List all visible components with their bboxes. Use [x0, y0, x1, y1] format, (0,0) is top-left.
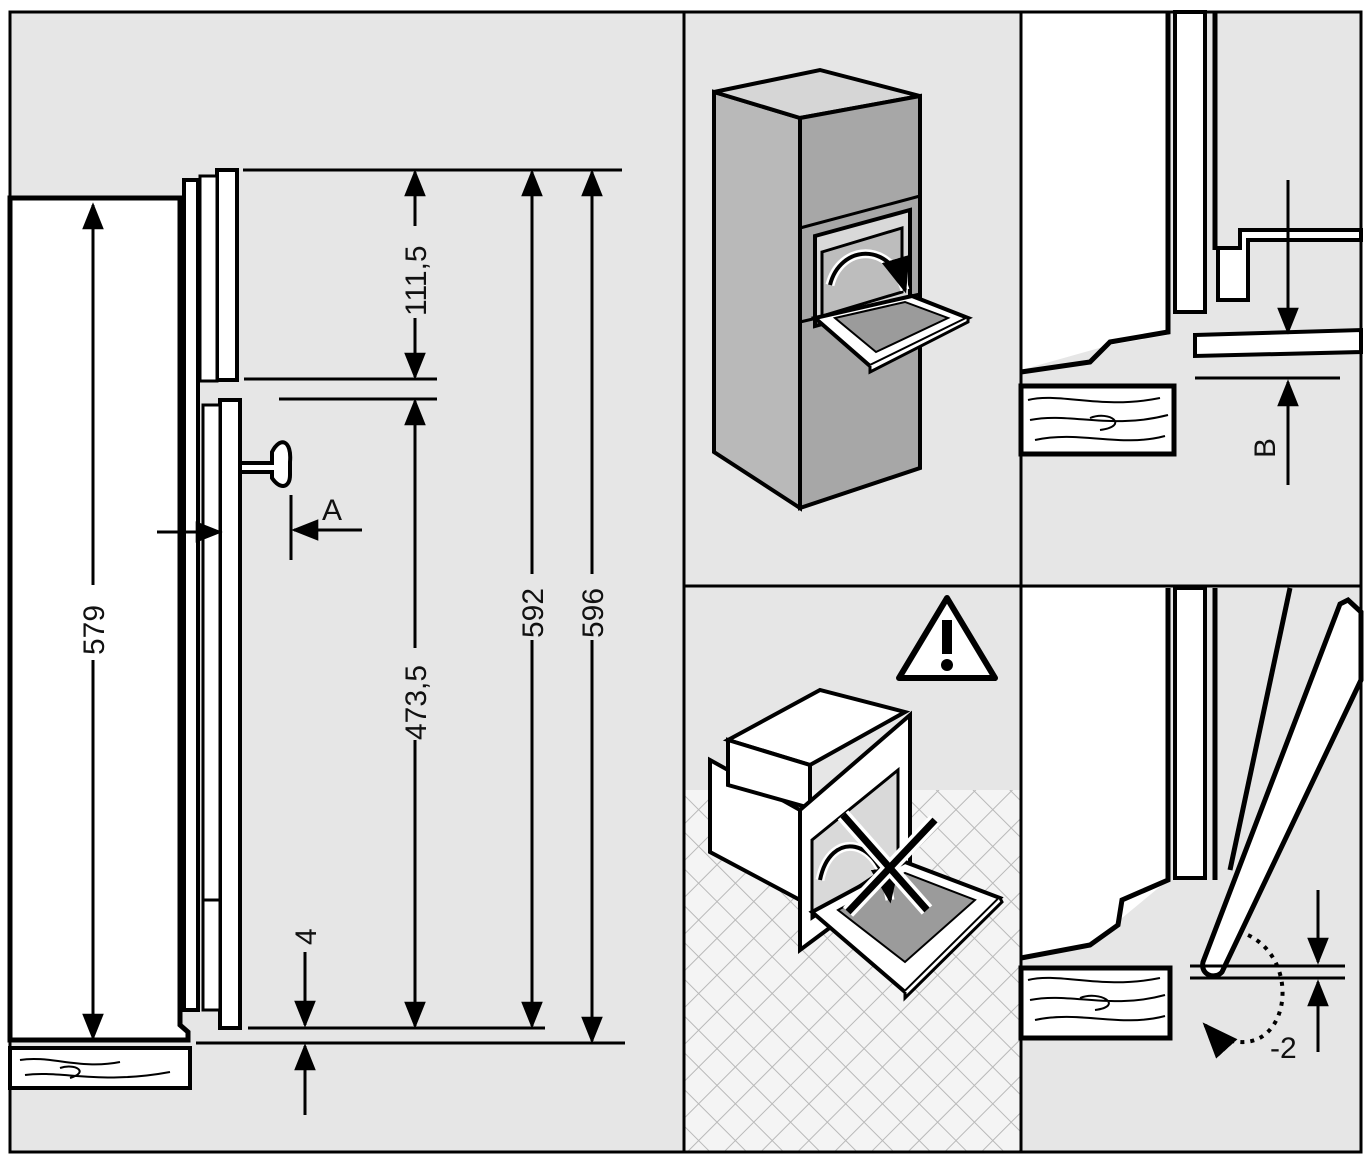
detail-minus-2: -2: [1018, 586, 1364, 1065]
dim-473-5: 473,5: [400, 665, 433, 740]
label-minus-2: -2: [1270, 1032, 1297, 1065]
dim-579: 579: [78, 605, 111, 655]
label-b: B: [1249, 438, 1282, 458]
x-cross-icon: [837, 810, 941, 917]
dim-596: 596: [577, 588, 610, 638]
door-handle: [238, 440, 293, 488]
detail-b: B: [1018, 10, 1363, 485]
warning-triangle-icon: [896, 595, 998, 681]
dim-4: 4: [290, 928, 323, 945]
wood-strip-left: [8, 1046, 192, 1090]
label-a: A: [322, 494, 342, 527]
upper-front-panel: [215, 168, 239, 382]
warning-illustration: [684, 595, 1021, 1152]
oven-door-panel: [218, 398, 242, 1030]
oven-front-frame: [182, 178, 200, 1012]
tall-cabinet-illustration: [712, 67, 973, 512]
dim-111-5: 111,5: [400, 245, 433, 316]
dim-592: 592: [517, 588, 550, 638]
tilted-door: [1200, 596, 1364, 979]
